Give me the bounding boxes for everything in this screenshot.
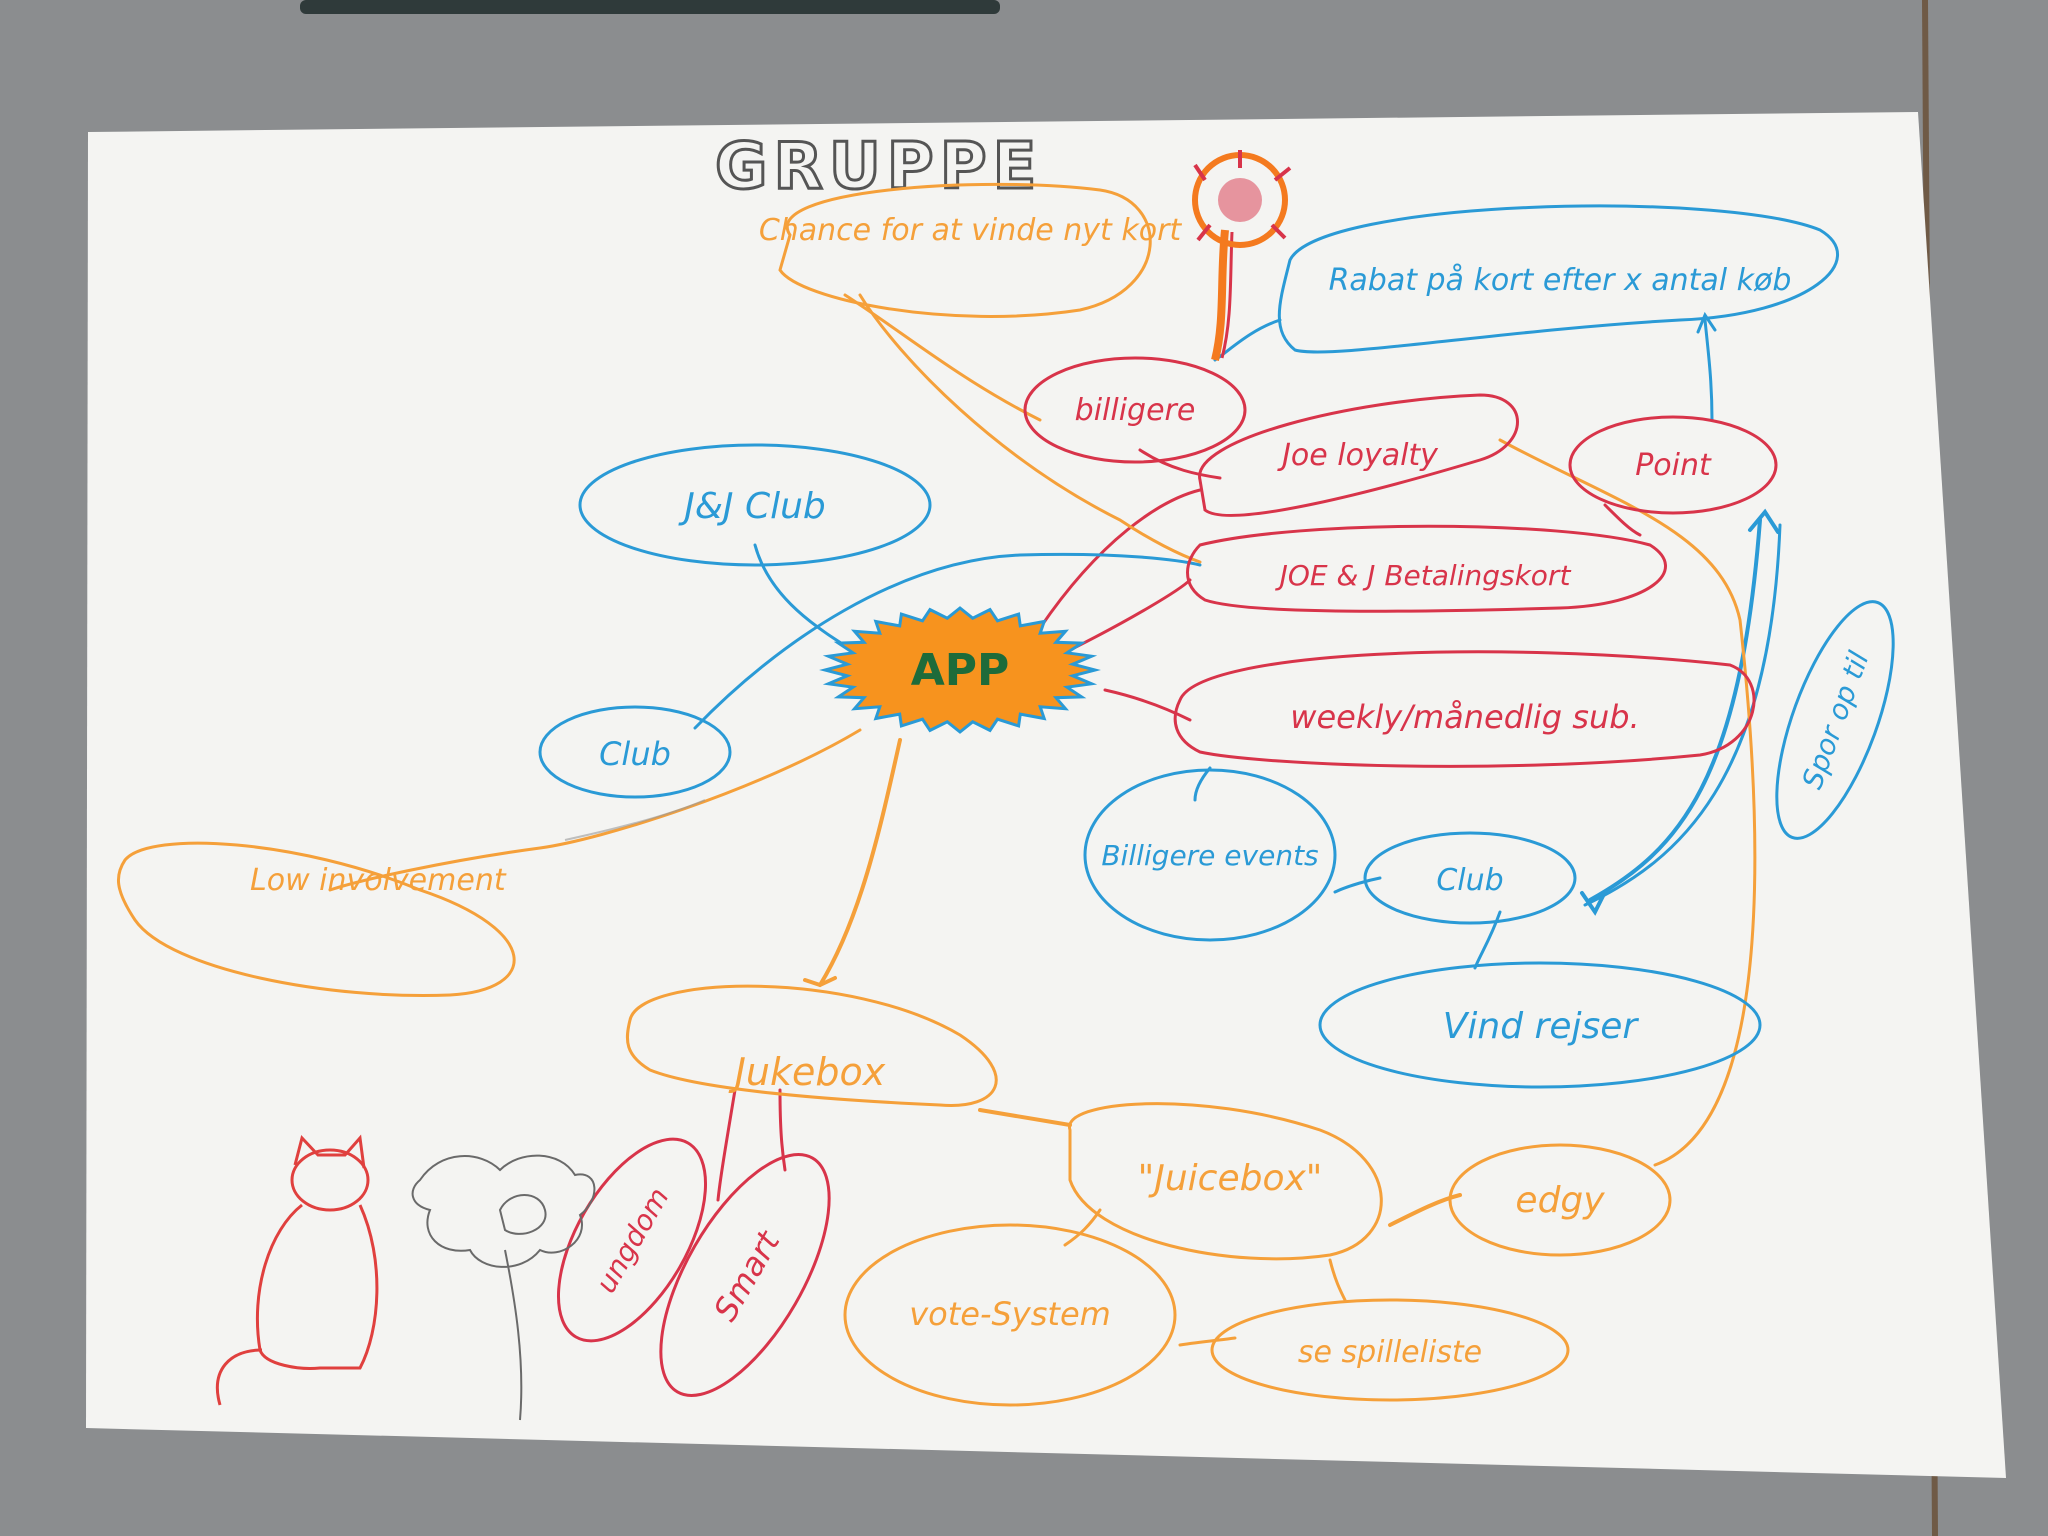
cat-sketch — [215, 1134, 379, 1406]
svg-text:Billigere events: Billigere events — [1101, 839, 1318, 872]
svg-text:Club: Club — [599, 735, 671, 773]
node-chance: Chance for at vinde nyt kort — [759, 182, 1183, 318]
node-se-spilleliste: se spilleliste — [1210, 1298, 1570, 1402]
svg-text:Chance for at vinde nyt kort: Chance for at vinde nyt kort — [759, 213, 1183, 248]
svg-text:Rabat på kort efter x antal kø: Rabat på kort efter x antal køb — [1329, 263, 1792, 298]
node-point: Point — [1568, 415, 1778, 515]
svg-text:Vind rejser: Vind rejser — [1443, 1006, 1640, 1047]
node-rabat: Rabat på kort efter x antal køb — [1277, 204, 1840, 354]
node-joe-loyalty: Joe loyalty — [1198, 393, 1519, 517]
svg-text:Club: Club — [1436, 863, 1503, 898]
node-vote-system: vote-System — [843, 1223, 1177, 1407]
svg-text:edgy: edgy — [1515, 1180, 1605, 1221]
node-juicebox: "Juicebox" — [1068, 1102, 1383, 1261]
node-jj-club: J&J Club — [578, 443, 932, 567]
node-club-left: Club — [538, 705, 732, 799]
svg-text:Joe loyalty: Joe loyalty — [1277, 438, 1439, 473]
pencil-mark — [564, 799, 706, 841]
marker-pen — [300, 0, 1000, 14]
node-betalingskort: JOE & J Betalingskort — [1186, 524, 1667, 613]
svg-text:weekly/månedlig sub.: weekly/månedlig sub. — [1290, 698, 1639, 736]
node-edgy: edgy — [1448, 1143, 1672, 1257]
node-billigere: billigere — [1023, 356, 1247, 464]
node-billigere-events: Billigere events — [1083, 768, 1337, 942]
flower-doodle — [1192, 150, 1292, 361]
svg-text:Low involvement: Low involvement — [250, 863, 507, 898]
svg-text:se spilleliste: se spilleliste — [1298, 1335, 1482, 1370]
svg-text:J&J Club: J&J Club — [678, 486, 826, 527]
node-vind-rejser: Vind rejser — [1318, 961, 1762, 1089]
low-involvement-text: Low involvement — [250, 863, 507, 898]
svg-text:billigere: billigere — [1075, 393, 1196, 428]
node-weekly: weekly/månedlig sub. — [1173, 650, 1756, 768]
node-low-involvement: Low involvement — [116, 841, 516, 998]
node-jukebox: Jukebox — [625, 984, 998, 1107]
node-app-center: APP — [819, 606, 1101, 734]
flower-sketch — [411, 1154, 596, 1421]
svg-text:Jukebox: Jukebox — [728, 1050, 886, 1094]
svg-text:APP: APP — [911, 645, 1010, 696]
svg-text:Point: Point — [1635, 448, 1712, 483]
svg-text:"Juicebox": "Juicebox" — [1138, 1158, 1323, 1199]
title-gruppe: GRUPPE — [715, 130, 1042, 204]
node-club-right: Club — [1363, 831, 1577, 925]
svg-text:vote-System: vote-System — [909, 1295, 1111, 1333]
svg-text:JOE & J Betalingskort: JOE & J Betalingskort — [1275, 559, 1572, 592]
